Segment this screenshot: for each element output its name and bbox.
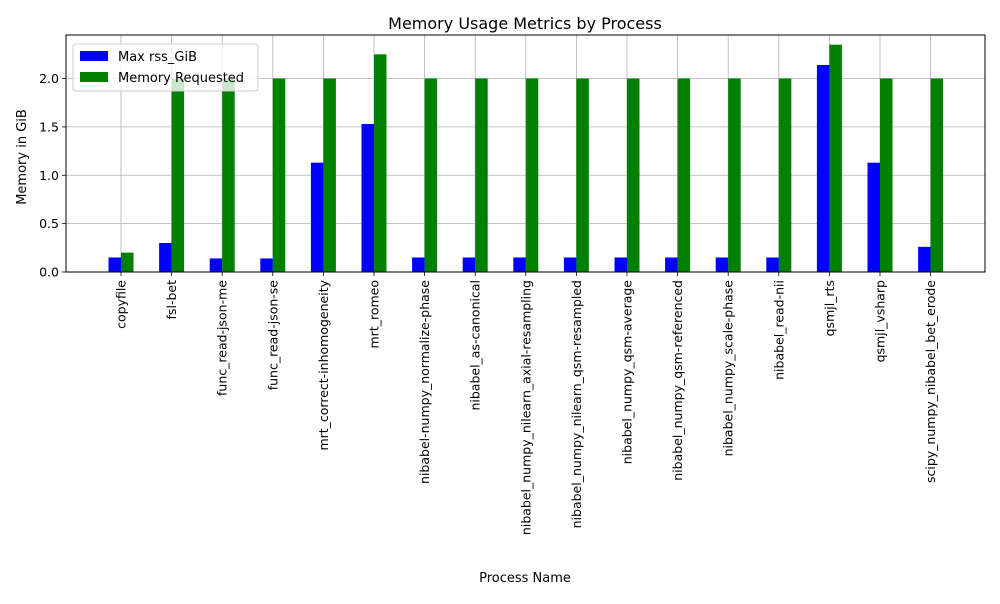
x-tick-label: nibabel_numpy_nilearn_axial-resampling <box>518 280 533 535</box>
bar-max-rss <box>766 257 779 272</box>
bar-memory-requested <box>323 78 336 272</box>
bar-max-rss <box>614 257 627 272</box>
bar-memory-requested <box>272 78 286 272</box>
x-tick-label: scipy_numpy_nibabel_bet_erode <box>923 280 938 483</box>
y-tick-label: 0.5 <box>39 216 59 231</box>
bar-max-rss <box>918 246 931 272</box>
bar-memory-requested <box>829 44 842 273</box>
x-tick-label: qsmjl_rts <box>822 280 837 336</box>
legend-label-max-rss: Max rss_GiB <box>118 50 197 65</box>
bar-memory-requested <box>475 78 488 272</box>
bar-max-rss <box>867 162 880 272</box>
y-tick-label: 1.5 <box>39 119 59 134</box>
y-axis-label: Memory in GiB <box>15 109 30 205</box>
bar-memory-requested <box>677 78 691 272</box>
legend-box <box>72 43 259 92</box>
bar-max-rss <box>563 257 577 272</box>
y-tick-label: 1.0 <box>39 168 59 183</box>
bar-memory-requested <box>424 78 438 272</box>
bars-layer <box>108 44 944 273</box>
bar-memory-requested <box>374 54 387 272</box>
bar-memory-requested <box>171 78 185 272</box>
x-tick-label: mrt_romeo <box>367 280 382 349</box>
bar-max-rss <box>816 64 830 272</box>
bar-memory-requested <box>930 78 944 272</box>
x-tick-label: qsmjl_vsharp <box>873 280 888 362</box>
legend: Max rss_GiB Memory Requested <box>72 43 259 92</box>
x-tick-label: nibabel_as-canonical <box>468 280 483 411</box>
x-tick-label: copyfile <box>114 280 129 329</box>
legend-label-memory-requested: Memory Requested <box>118 71 244 86</box>
x-tick-label: fsl-bet <box>164 280 179 320</box>
bar-memory-requested <box>778 78 792 272</box>
bar-max-rss <box>513 257 526 272</box>
bar-memory-requested <box>728 78 741 272</box>
x-tick-label: nibabel-numpy_normalize-phase <box>417 280 432 484</box>
legend-swatch-memory-requested <box>80 72 108 82</box>
x-tick-label: nibabel_read-nii <box>771 280 786 380</box>
bar-max-rss <box>715 257 729 272</box>
y-tick-label: 0.0 <box>39 265 59 280</box>
bar-memory-requested <box>576 78 589 272</box>
x-tick-label: nibabel_numpy_qsm-average <box>620 280 635 465</box>
legend-swatch-max-rss <box>80 51 108 61</box>
x-tick-label: func_read-json-me <box>215 280 230 396</box>
y-tick-label: 2.0 <box>39 71 59 86</box>
bar-max-rss <box>260 258 273 272</box>
x-tick-label: nibabel_numpy_scale-phase <box>721 280 736 457</box>
bar-memory-requested <box>525 78 539 272</box>
bar-max-rss <box>412 257 425 272</box>
bar-memory-requested <box>121 252 134 272</box>
bar-memory-requested <box>627 78 640 272</box>
ticks-layer: 0.0 0.5 1.0 1.5 2.0 copyfile fsl-bet func_read-… <box>39 71 938 535</box>
bar-max-rss <box>209 258 223 272</box>
bar-memory-requested <box>222 78 235 272</box>
x-tick-label: func_read-json-se <box>265 280 280 391</box>
bar-max-rss <box>462 257 476 272</box>
bar-max-rss <box>665 257 678 272</box>
x-tick-label: nibabel_numpy_qsm-referenced <box>670 280 685 481</box>
x-tick-label: nibabel_numpy_nilearn_qsm-resampled <box>569 280 584 528</box>
x-tick-label: mrt_correct-inhomogeneity <box>316 279 331 450</box>
bar-max-rss <box>108 257 121 272</box>
bar-memory-requested <box>880 78 893 272</box>
bar-max-rss <box>159 242 172 272</box>
bar-max-rss <box>361 123 374 273</box>
chart-title: Memory Usage Metrics by Process <box>388 14 662 33</box>
x-axis-label: Process Name <box>479 571 571 586</box>
bar-max-rss <box>310 162 324 272</box>
